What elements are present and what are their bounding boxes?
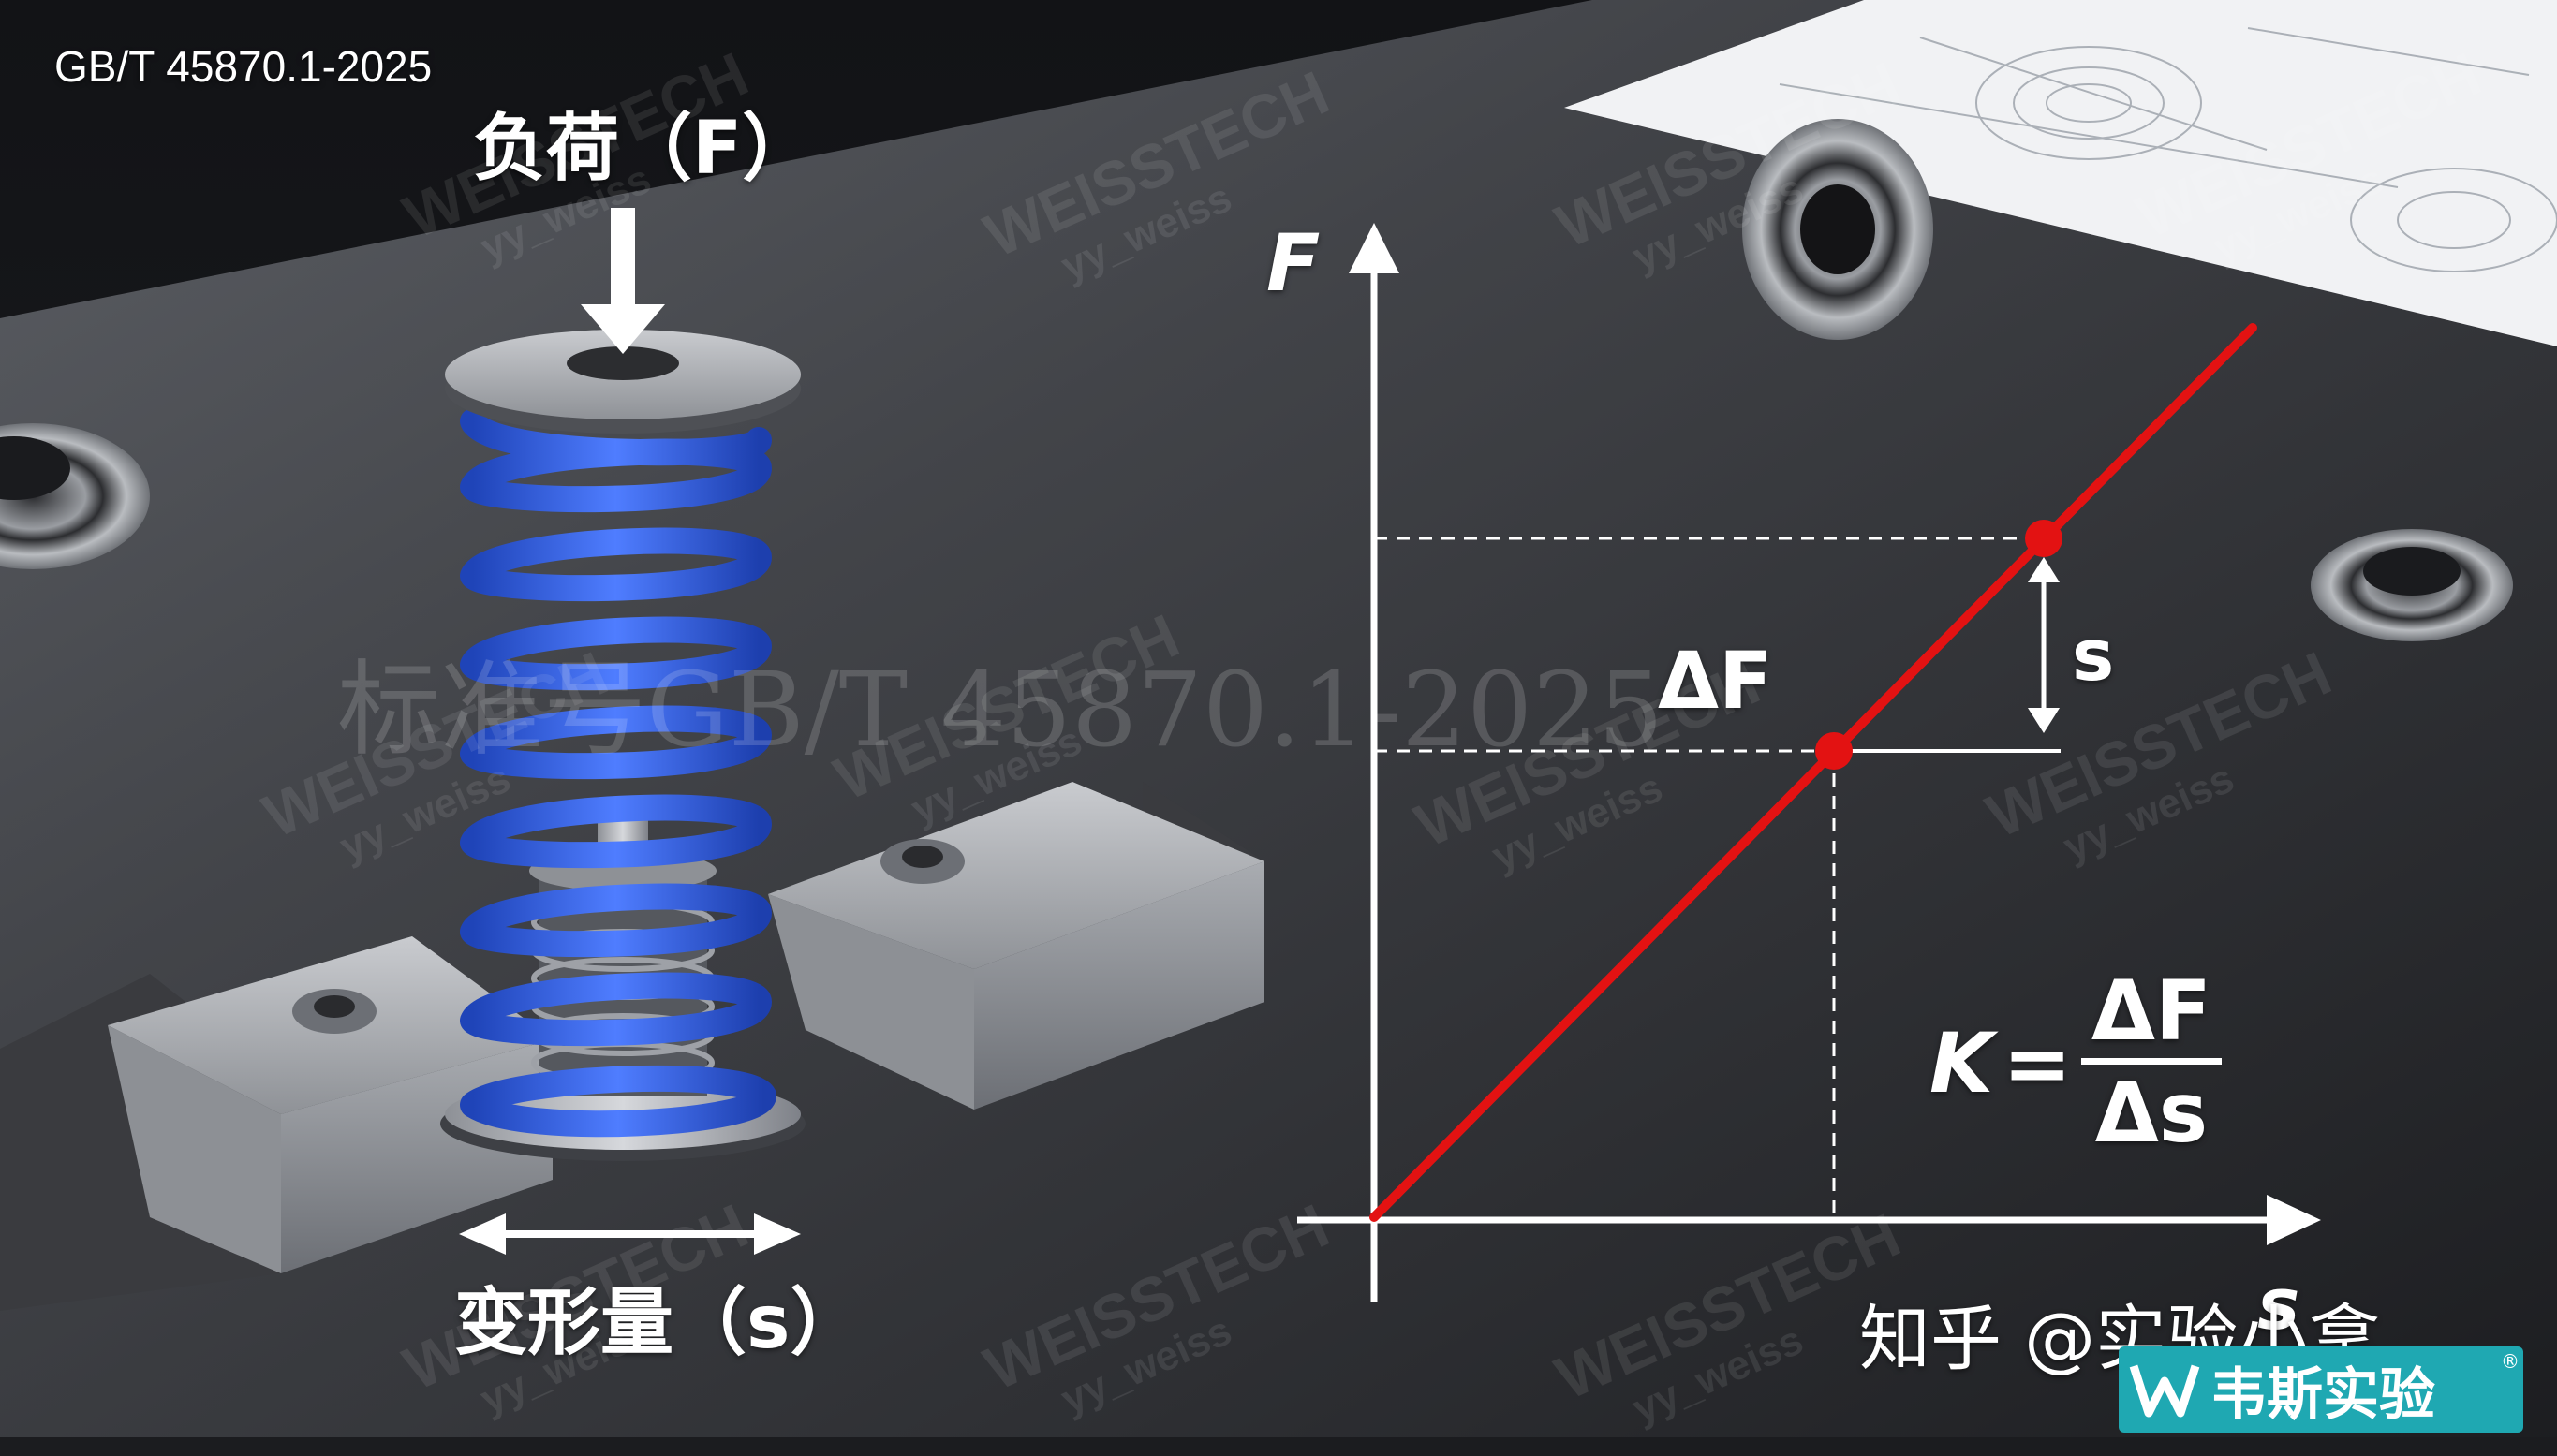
formula-denominator: Δs [2094,1065,2209,1161]
s-axis-arrowhead [2267,1195,2321,1245]
delta-s-label: s [2072,613,2115,697]
load-label: 负荷（F） [473,107,816,191]
guide-lines [1374,537,2044,1220]
deformation-arrow [459,1213,801,1255]
formula-fraction: ΔF Δs [2080,963,2222,1162]
formula-lhs: K [1929,1015,1994,1111]
s-axis-label: s [2257,1262,2300,1346]
w-logo-icon [2129,1364,2200,1418]
standard-code: GB/T 45870.1-2025 [54,42,433,91]
point-lower [1815,732,1853,770]
graph-axes [1297,223,2321,1302]
brand-logo: 韦斯实验 ® [2119,1346,2523,1433]
formula-numerator: ΔF [2091,963,2212,1059]
bearing-right [2311,529,2513,641]
coil-spring [460,408,777,1138]
bearing-left [0,423,150,569]
fixture-left [0,936,553,1311]
top-plate [445,330,801,434]
point-upper [2025,520,2062,557]
formula-equals: = [2003,1015,2072,1111]
fixture-right [768,782,1264,1110]
f-axis-label: F [1266,217,1321,309]
bearing-top [1742,119,1933,340]
delta-f-label: ΔF [1658,635,1773,727]
delta-s-arrow [2028,557,2060,733]
stiffness-formula: K = ΔF Δs [1929,964,2222,1162]
load-arrow [581,208,665,354]
brand-name: 韦斯实验 [2210,1361,2435,1428]
formula-fraction-bar [2080,1058,2222,1065]
overlay-standard-text: 标准号GB/T 45870.1-2025 [337,650,1664,770]
f-axis-arrowhead [1349,223,1399,273]
stiffness-line [1369,323,2257,1222]
deformation-label: 变形量（s） [454,1281,864,1365]
technical-drawing-paper [1564,0,2557,346]
registered-mark: ® [2501,1350,2520,1373]
